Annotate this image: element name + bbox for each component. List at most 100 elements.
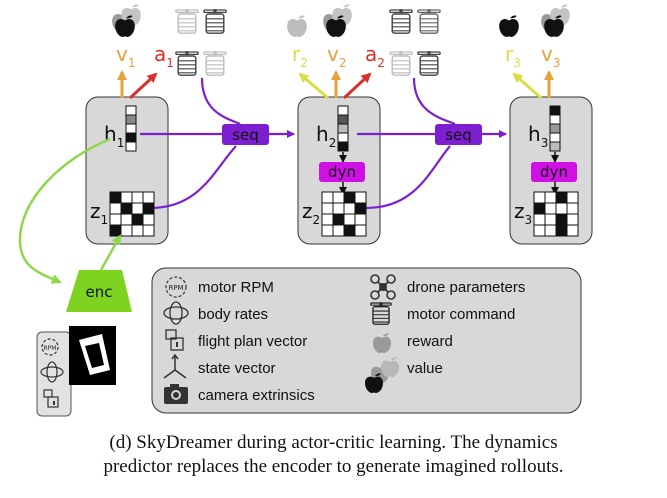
flight-plan-icon — [165, 329, 184, 351]
z1-to-seq-curve — [149, 145, 237, 210]
z3-grid — [533, 191, 579, 237]
reward-arrow-3 — [512, 72, 542, 100]
z-cell — [321, 202, 334, 215]
h2-vector — [337, 105, 349, 152]
body-rates-icon — [163, 301, 189, 325]
legend-body-rates: body rates — [198, 306, 268, 323]
z1-grid — [109, 191, 155, 237]
z-cell — [566, 213, 579, 226]
r2-label: r2 — [292, 42, 308, 70]
z-cell — [142, 213, 155, 226]
z-cell — [120, 213, 133, 226]
z-cell — [332, 191, 345, 204]
z-cell — [544, 191, 557, 204]
z-cell — [555, 191, 568, 204]
encoder-to-z1-arrow — [99, 234, 122, 271]
z-cell — [142, 191, 155, 204]
z-cell — [120, 191, 133, 204]
z-cell — [343, 213, 356, 226]
motor-command-icons-2 — [389, 8, 441, 76]
z-cell — [343, 224, 356, 237]
z2-label: z2 — [302, 199, 320, 227]
z-cell — [321, 224, 334, 237]
caption-line-1: (d) SkyDreamer during actor-critic learn… — [109, 432, 558, 453]
v1-label: v1 — [116, 42, 135, 70]
z-cell — [354, 224, 367, 237]
z-cell — [321, 213, 334, 226]
z-cell — [566, 191, 579, 204]
z-cell — [343, 202, 356, 215]
a1-label: a1 — [154, 42, 174, 70]
z-cell — [354, 213, 367, 226]
motor-command-icons-1 — [175, 8, 227, 76]
z-cell — [321, 191, 334, 204]
a2-label: a2 — [365, 42, 385, 70]
action2-to-seq-curve — [412, 77, 456, 126]
caption-line-2: predictor replaces the encoder to genera… — [103, 456, 564, 477]
z-cell — [131, 224, 144, 237]
dyn-label-3: dyn — [540, 163, 568, 181]
z2-to-seq-curve — [365, 145, 451, 210]
reward-apple-icon-2 — [287, 15, 307, 37]
rpm-icon: RPM — [165, 276, 187, 298]
seq-label-1: seq — [232, 126, 259, 144]
z-cell — [533, 191, 546, 204]
z-cell — [142, 202, 155, 215]
figure-caption: (d) SkyDreamer during actor-critic learn… — [0, 431, 667, 479]
dyn-box-2 — [319, 162, 365, 182]
z-cell — [544, 202, 557, 215]
z-cell — [131, 213, 144, 226]
z-cell — [566, 224, 579, 237]
h3-label: h3 — [528, 122, 548, 150]
value-apples-icon-3 — [541, 4, 570, 37]
dyn-label-2: dyn — [328, 163, 356, 181]
z-cell — [555, 202, 568, 215]
z3-label: z3 — [514, 199, 532, 227]
action-arrow-1 — [128, 72, 158, 100]
z-cell — [566, 202, 579, 215]
h3-vector — [549, 105, 561, 152]
seq-box-2 — [435, 124, 482, 145]
z-cell — [120, 202, 133, 215]
reward-apple-icon-3 — [499, 15, 519, 37]
z-cell — [354, 191, 367, 204]
z-cell — [354, 202, 367, 215]
value-apples-icon-2 — [323, 4, 352, 37]
z2-grid — [321, 191, 367, 237]
z-cell — [533, 202, 546, 215]
seq-box-1 — [222, 124, 269, 145]
v3-label: v3 — [541, 42, 560, 70]
h1-vector — [125, 105, 137, 152]
z-cell — [109, 224, 122, 237]
z-cell — [131, 202, 144, 215]
h1-to-encoder-arrow — [18, 137, 111, 284]
legend-value: value — [407, 360, 443, 377]
state-vector-icon — [163, 353, 187, 379]
drone-icon — [370, 274, 396, 300]
z-cell — [142, 224, 155, 237]
z-cell — [120, 224, 133, 237]
action1-to-seq-curve — [200, 77, 241, 126]
legend-reward: reward — [407, 333, 453, 350]
z-cell — [332, 224, 345, 237]
z-cell — [332, 213, 345, 226]
z-cell — [109, 191, 122, 204]
z-cell — [109, 213, 122, 226]
reward-arrow-2 — [298, 72, 329, 100]
camera-image — [69, 326, 116, 385]
legend-state-vector: state vector — [198, 360, 276, 377]
legend-flight-plan-vector: flight plan vector — [198, 333, 307, 350]
legend-box — [151, 267, 582, 414]
seq-label-2: seq — [445, 126, 472, 144]
z-cell — [544, 224, 557, 237]
encoder-block — [66, 270, 132, 312]
z-cell — [332, 202, 345, 215]
legend-drone-parameters: drone parameters — [407, 279, 525, 296]
z-cell — [109, 202, 122, 215]
z-cell — [555, 213, 568, 226]
legend-motor-rpm: motor RPM — [198, 279, 274, 296]
z-cell — [533, 213, 546, 226]
state-input-stack: RPM — [36, 331, 72, 417]
encoder-label: enc — [86, 283, 113, 301]
legend-camera-extrinsics: camera extrinsics — [198, 387, 315, 404]
